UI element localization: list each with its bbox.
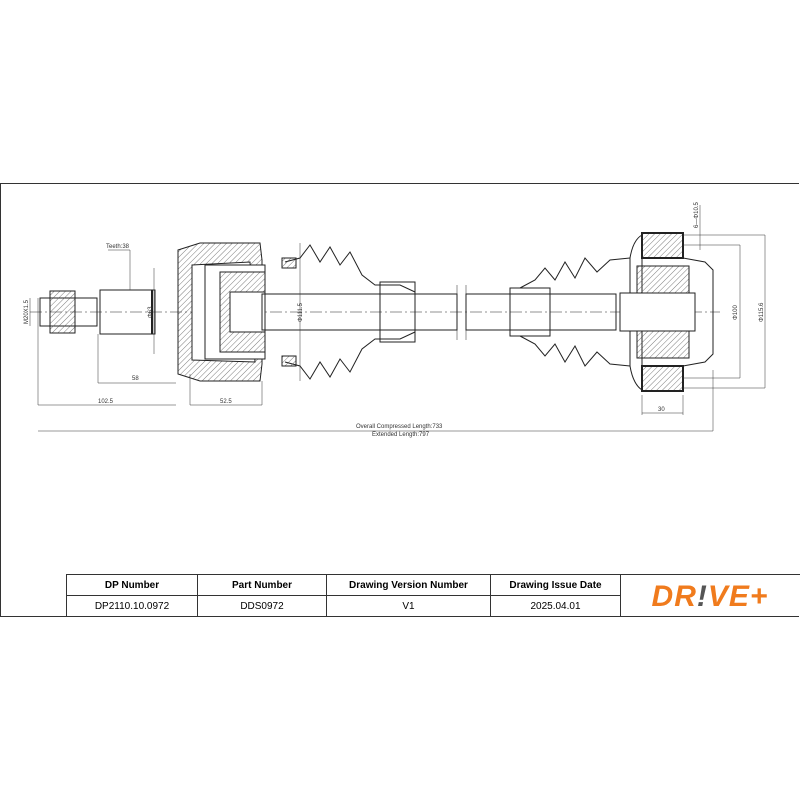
header-dp-number: DP Number — [66, 574, 198, 596]
boot-left-bottom — [284, 331, 416, 380]
header-drawing-version: Drawing Version Number — [326, 574, 491, 596]
drive-plus-logo: DR!VE+ — [620, 574, 800, 618]
dim-52-5-label: 52.5 — [220, 399, 232, 405]
shaft-spline-right — [509, 287, 551, 337]
nut — [49, 290, 76, 334]
header-part-number: Part Number — [197, 574, 327, 596]
drawing-frame — [0, 183, 799, 617]
flange-top — [641, 232, 684, 259]
bolt-holes-label: 6—Φ10.5 — [694, 202, 700, 228]
value-drawing-version: V1 — [326, 595, 491, 617]
value-issue-date: 2025.04.01 — [490, 595, 621, 617]
dim-58-label: 58 — [132, 376, 139, 382]
value-part-number: DDS0972 — [197, 595, 327, 617]
logo-text-end: VE+ — [707, 579, 769, 613]
title-block: DP Number Part Number Drawing Version Nu… — [66, 574, 621, 617]
dia-115-6-label: Φ115.6 — [759, 302, 765, 322]
outer-housing — [682, 257, 714, 367]
logo-text: DR — [651, 579, 697, 613]
value-dp-number: DP2110.10.0972 — [66, 595, 198, 617]
boot-right-top — [519, 257, 631, 289]
spline-shaft — [99, 289, 156, 335]
dia-111-5-label: Φ111.5 — [298, 302, 304, 322]
extended-length-label: Extended Length:797 — [372, 432, 430, 438]
teeth-label: Teeth:38 — [106, 244, 130, 250]
boot-left-top — [284, 244, 416, 293]
dim-102-5-label: 102.5 — [98, 399, 114, 405]
header-issue-date: Drawing Issue Date — [490, 574, 621, 596]
damper — [379, 281, 416, 343]
compressed-length-label: Overall Compressed Length:733 — [356, 424, 443, 430]
flange-bottom — [641, 365, 684, 392]
thread-label: M20X1.5 — [24, 299, 30, 324]
dia-63-label: Φ63 — [148, 306, 154, 318]
logo-accent: ! — [696, 579, 708, 613]
dia-100-label: Φ100 — [733, 305, 739, 320]
boot-right-bottom — [519, 335, 631, 367]
dim-30-label: 30 — [658, 407, 665, 413]
